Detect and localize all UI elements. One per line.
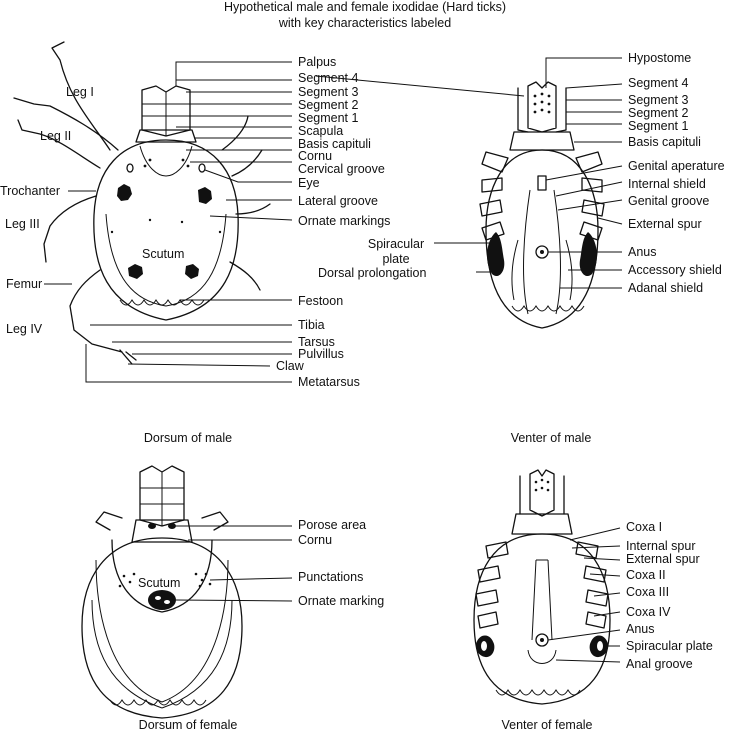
venter-segment-1-label: Segment 1 xyxy=(628,119,689,133)
lateral-groove-label: Lateral groove xyxy=(298,194,378,208)
caption-dorsum-female: Dorsum of female xyxy=(139,718,238,732)
scapula-label: Scapula xyxy=(298,124,343,138)
venter-female-leaders xyxy=(547,527,621,663)
venter-male-leaders xyxy=(315,57,623,289)
festoon-label: Festoon xyxy=(298,294,343,308)
venter-segment-2-label: Segment 2 xyxy=(628,106,689,120)
coxa-i-label: Coxa I xyxy=(626,520,662,534)
venter-segment-3-label: Segment 3 xyxy=(628,93,689,107)
cornu-female-label: Cornu xyxy=(298,533,332,547)
caption-dorsum-male: Dorsum of male xyxy=(144,431,232,445)
adanal-shield-label: Adanal shield xyxy=(628,281,703,295)
cornu-label: Cornu xyxy=(298,149,332,163)
leg-iii-label: Leg III xyxy=(5,217,40,231)
internal-shield-label: Internal shield xyxy=(628,177,706,191)
scutum-female-label: Scutum xyxy=(138,576,180,590)
external-spur-female-label: External spur xyxy=(626,552,700,566)
ornate-markings-label: Ornate markings xyxy=(298,214,390,228)
cervical-groove-label: Cervical groove xyxy=(298,162,385,176)
femur-label: Femur xyxy=(6,277,42,291)
tarsus-label: Tarsus xyxy=(298,335,335,349)
punctations-label: Punctations xyxy=(298,570,363,584)
internal-spur-label: Internal spur xyxy=(626,539,695,553)
genital-groove-label: Genital groove xyxy=(628,194,709,208)
segment-1-label: Segment 1 xyxy=(298,111,359,125)
eye-label: Eye xyxy=(298,176,320,190)
segment-3-label: Segment 3 xyxy=(298,85,359,99)
spiracular-plate-male-line2: plate xyxy=(382,252,409,266)
dorsum-male-drawing xyxy=(13,41,271,365)
claw-label: Claw xyxy=(276,359,305,373)
anus-female-label: Anus xyxy=(626,622,655,636)
dorsum-female-drawing xyxy=(81,465,243,719)
figure-title-line-2: with key characteristics labeled xyxy=(278,16,451,30)
venter-male-drawing xyxy=(479,81,605,329)
anus-male-label: Anus xyxy=(628,245,657,259)
porose-area-label: Porose area xyxy=(298,518,366,532)
palpus-label: Palpus xyxy=(298,55,336,69)
coxa-ii-label: Coxa II xyxy=(626,568,666,582)
leg-ii-label: Leg II xyxy=(40,129,71,143)
basis-capituli-label: Basis capituli xyxy=(298,137,371,151)
accessory-shield-label: Accessory shield xyxy=(628,263,722,277)
dorsum-female-leaders xyxy=(175,525,293,602)
segment-4-label: Segment 4 xyxy=(298,71,359,85)
metatarsus-label: Metatarsus xyxy=(298,375,360,389)
figure-title-line-1: Hypothetical male and female ixodidae (H… xyxy=(224,0,506,14)
leg-iv-label: Leg IV xyxy=(6,322,43,336)
coxa-iv-label: Coxa IV xyxy=(626,605,671,619)
spiracular-plate-female-label: Spiracular plate xyxy=(626,639,713,653)
trochanter-label: Trochanter xyxy=(0,184,60,198)
caption-venter-male: Venter of male xyxy=(511,431,592,445)
external-spur-male-label: External spur xyxy=(628,217,702,231)
tibia-label: Tibia xyxy=(298,318,325,332)
ornate-marking-label: Ornate marking xyxy=(298,594,384,608)
dorsum-male-leaders xyxy=(85,61,293,383)
leg-i-label: Leg I xyxy=(66,85,94,99)
hypostome-label: Hypostome xyxy=(628,51,691,65)
pulvillus-label: Pulvillus xyxy=(298,347,344,361)
coxa-iii-label: Coxa III xyxy=(626,585,669,599)
spiracular-plate-male-line1: Spiracular xyxy=(368,237,424,251)
caption-venter-female: Venter of female xyxy=(501,718,592,732)
venter-female-drawing xyxy=(473,469,611,705)
venter-basis-capituli-label: Basis capituli xyxy=(628,135,701,149)
genital-aperature-label: Genital aperature xyxy=(628,159,725,173)
scutum-male-label: Scutum xyxy=(142,247,184,261)
segment-2-label: Segment 2 xyxy=(298,98,359,112)
venter-segment-4-label: Segment 4 xyxy=(628,76,689,90)
dorsal-prolongation-label: Dorsal prolongation xyxy=(318,266,426,280)
anal-groove-label: Anal groove xyxy=(626,657,693,671)
